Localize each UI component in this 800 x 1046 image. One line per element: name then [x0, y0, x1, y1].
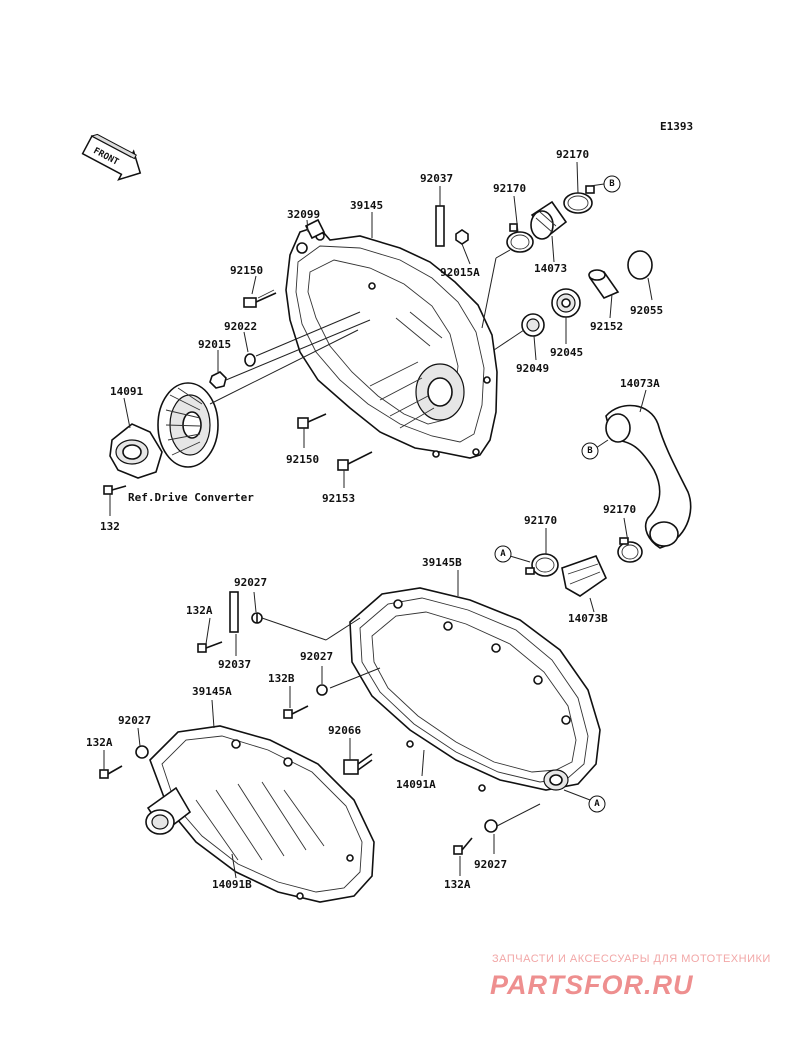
reference-note: Ref.Drive Converter [128, 491, 254, 504]
part-14073B-duct [561, 555, 608, 597]
label-14091B: 14091B [212, 878, 252, 891]
part-132-bolt [103, 485, 127, 495]
label-92170-top: 92170 [556, 148, 589, 161]
part-92049-seal [521, 313, 545, 337]
part-92055-oring [627, 250, 653, 280]
label-92015A: 92015A [440, 266, 480, 279]
label-132A-a: 132A [186, 604, 213, 617]
part-92045-bearing [551, 288, 581, 318]
label-132A-c: 132A [444, 878, 471, 891]
cover-39145A [149, 725, 375, 903]
front-arrow-icon: FRONT [81, 133, 142, 181]
label-132A-b: 132A [86, 736, 113, 749]
label-92153: 92153 [322, 492, 355, 505]
label-92170-right: 92170 [603, 503, 636, 516]
ref-circle-a-left: A [494, 545, 512, 563]
label-92015: 92015 [198, 338, 231, 351]
ref-circle-a-cover: A [588, 795, 606, 813]
label-39145A: 39145A [192, 685, 232, 698]
leader-lines [103, 161, 653, 879]
part-92022-washer [244, 353, 256, 367]
svg-text:A: A [594, 799, 600, 809]
svg-text:A: A [500, 549, 506, 559]
label-14091: 14091 [110, 385, 143, 398]
part-92015A-nut [455, 229, 469, 245]
cover-39145A-intake [145, 786, 192, 835]
part-92037-strip-low [229, 591, 239, 633]
label-92037-low: 92037 [218, 658, 251, 671]
label-39145B: 39145B [422, 556, 462, 569]
label-92027-b: 92027 [300, 650, 333, 663]
label-92170-mid: 92170 [493, 182, 526, 195]
part-14073-duct [530, 200, 568, 240]
part-32099-shape [304, 218, 326, 240]
drive-converter-fan [157, 382, 219, 468]
part-132A-bolt-a [197, 641, 223, 653]
ref-circle-b-duct: B [581, 442, 599, 460]
label-92027-c: 92027 [118, 714, 151, 727]
diagram-code: E1393 [660, 120, 693, 133]
part-92170-clamp-mid [506, 223, 534, 253]
watermark-tagline: ЗАПЧАСТИ И АКСЕССУАРЫ ДЛЯ МОТОТЕХНИКИ [492, 953, 771, 965]
label-14091A: 14091A [396, 778, 436, 791]
label-92055: 92055 [630, 304, 663, 317]
part-92170-clamp-right [617, 537, 643, 563]
label-92170-left: 92170 [524, 514, 557, 527]
label-39145: 39145 [350, 199, 383, 212]
part-92037-strip-top [435, 205, 445, 247]
part-92027-screw-a [251, 612, 263, 624]
label-92150-lower: 92150 [286, 453, 319, 466]
part-132A-bolt-c [453, 837, 473, 855]
part-92150-bolt-lower [297, 413, 327, 429]
part-92027-screw-c [135, 745, 149, 759]
label-92066: 92066 [328, 724, 361, 737]
label-132B: 132B [268, 672, 295, 685]
label-92037-top: 92037 [420, 172, 453, 185]
label-14073B: 14073B [568, 612, 608, 625]
label-92027-d: 92027 [474, 858, 507, 871]
label-92049: 92049 [516, 362, 549, 375]
part-14073A-duct [605, 404, 692, 549]
part-92066-sensor [343, 753, 373, 775]
ref-circle-b-top: B [603, 175, 621, 193]
part-14091-cap [109, 423, 163, 479]
part-132A-bolt-b [99, 765, 123, 779]
svg-text:B: B [587, 446, 593, 456]
label-32099: 32099 [287, 208, 320, 221]
svg-text:B: B [609, 179, 615, 189]
label-92027-a: 92027 [234, 576, 267, 589]
label-92152: 92152 [590, 320, 623, 333]
part-92170-clamp-top [563, 185, 595, 214]
label-14073: 14073 [534, 262, 567, 275]
part-92027-screw-d [484, 819, 498, 833]
part-92152-sleeve [588, 269, 620, 299]
label-92022: 92022 [224, 320, 257, 333]
part-92153-bolt [337, 451, 373, 471]
part-132B-bolt [283, 705, 309, 719]
part-labels: 32099 39145 92037 92015A 92150 92022 920… [86, 148, 663, 891]
cover-39145B [349, 587, 601, 792]
part-92015-nut [209, 371, 227, 389]
watermark-brand: PARTSFOR.RU [490, 970, 694, 1000]
label-92045: 92045 [550, 346, 583, 359]
part-92027-screw-b [316, 684, 328, 696]
part-92170-clamp-left [525, 553, 559, 577]
part-92150-bolt-upper [243, 289, 277, 308]
label-14073A: 14073A [620, 377, 660, 390]
label-132: 132 [100, 520, 120, 533]
label-92150-upper: 92150 [230, 264, 263, 277]
